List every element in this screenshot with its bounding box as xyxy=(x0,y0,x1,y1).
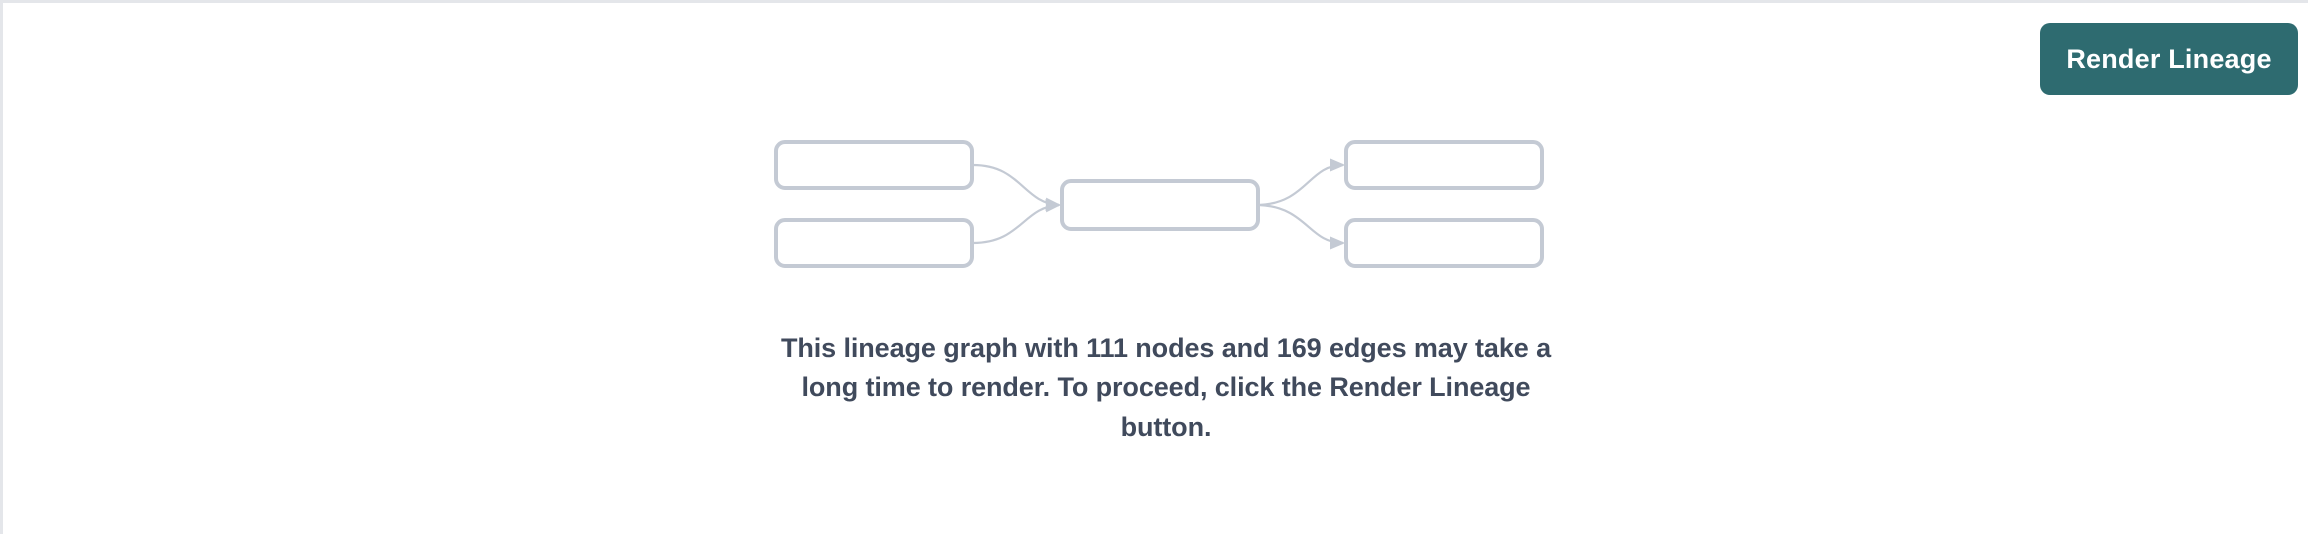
graph-node-focus xyxy=(1060,179,1260,231)
lineage-placeholder: This lineage graph with 111 nodes and 16… xyxy=(3,3,2308,534)
edge-focus-to-downstream-1 xyxy=(1258,158,1346,207)
edge-upstream-1-to-focus xyxy=(972,163,1062,211)
graph-node-upstream-2 xyxy=(774,218,974,268)
graph-placeholder-illustration xyxy=(771,133,1561,278)
lineage-placeholder-message: This lineage graph with 111 nodes and 16… xyxy=(780,333,1551,442)
edge-focus-to-downstream-2 xyxy=(1258,203,1346,250)
render-lineage-button[interactable]: Render Lineage xyxy=(2040,23,2298,95)
graph-placeholder-svg xyxy=(774,140,1544,268)
graph-node-upstream-1 xyxy=(774,140,974,190)
graph-node-downstream-2 xyxy=(1344,218,1544,268)
graph-node-downstream-1 xyxy=(1344,140,1544,190)
edge-upstream-2-to-focus xyxy=(972,199,1062,245)
